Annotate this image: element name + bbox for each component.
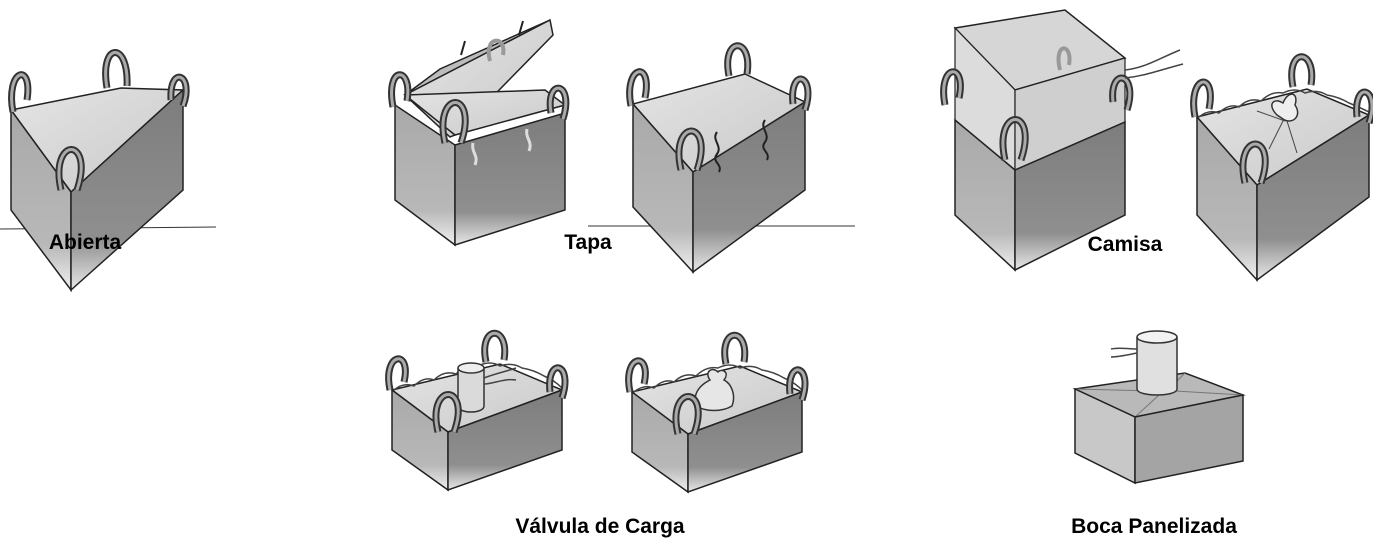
caption-filling-spout: Válvula de Carga	[515, 515, 685, 538]
lid-closed-bag-illustration	[626, 42, 812, 274]
skirt-open-bag-illustration	[940, 9, 1184, 272]
caption-paneled-top: Boca Panelizada	[1071, 515, 1237, 538]
filling-spout-open-bag-illustration	[385, 329, 569, 492]
caption-skirt: Camisa	[1087, 233, 1163, 256]
paneled-top-bag-illustration	[1072, 330, 1246, 485]
caption-open: Abierta	[48, 231, 122, 254]
lid-open-bag-illustration	[388, 18, 570, 247]
open-bag-illustration	[8, 49, 190, 293]
caption-lid: Tapa	[564, 231, 612, 254]
skirt-tied-bag-illustration	[1190, 53, 1373, 282]
filling-spout-tied-bag-illustration	[625, 331, 809, 494]
